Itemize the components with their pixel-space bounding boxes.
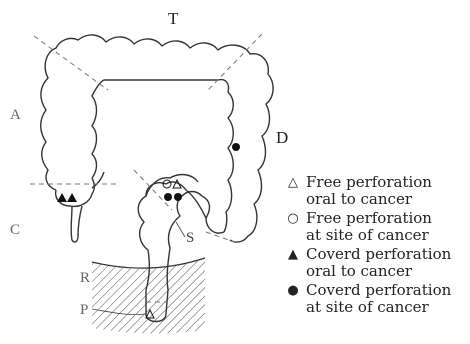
label-rectum: R (80, 270, 90, 286)
legend-line: Coverd perforation (306, 246, 451, 263)
label-cecum: C (10, 222, 20, 238)
legend-line: oral to cancer (306, 191, 432, 208)
filled-circle-icon: ● (284, 282, 302, 299)
covered-oral-marker-2 (67, 193, 77, 202)
legend-line: Free perforation (306, 174, 432, 191)
label-ascending: A (10, 107, 21, 123)
covered-site-marker-descending (232, 143, 240, 151)
open-circle-icon: ○ (284, 210, 302, 227)
covered-site-marker-sigmoid-1 (164, 193, 172, 201)
filled-triangle-icon: ▲ (284, 246, 302, 263)
legend-item-free-site: ○ Free perforation at site of cancer (284, 210, 468, 243)
legend-line: Free perforation (306, 210, 432, 227)
label-sigmoid: S (186, 230, 194, 246)
open-triangle-icon: △ (284, 174, 302, 191)
legend-line: at site of cancer (306, 227, 432, 244)
label-transverse: T (168, 9, 179, 28)
legend-line: at site of cancer (306, 299, 451, 316)
legend-item-free-oral: △ Free perforation oral to cancer (284, 174, 468, 207)
legend-line: oral to cancer (306, 263, 451, 280)
pelvis-region (92, 258, 205, 334)
covered-oral-marker-1 (57, 193, 67, 202)
covered-site-marker-sigmoid-2 (174, 193, 182, 201)
label-descending: D (276, 128, 288, 147)
segment-dividers (30, 34, 262, 302)
legend-item-covered-oral: ▲ Coverd perforation oral to cancer (284, 246, 468, 279)
legend-item-covered-site: ● Coverd perforation at site of cancer (284, 282, 468, 315)
label-proctum: P (80, 302, 88, 318)
legend: △ Free perforation oral to cancer ○ Free… (284, 174, 468, 318)
legend-line: Coverd perforation (306, 282, 451, 299)
